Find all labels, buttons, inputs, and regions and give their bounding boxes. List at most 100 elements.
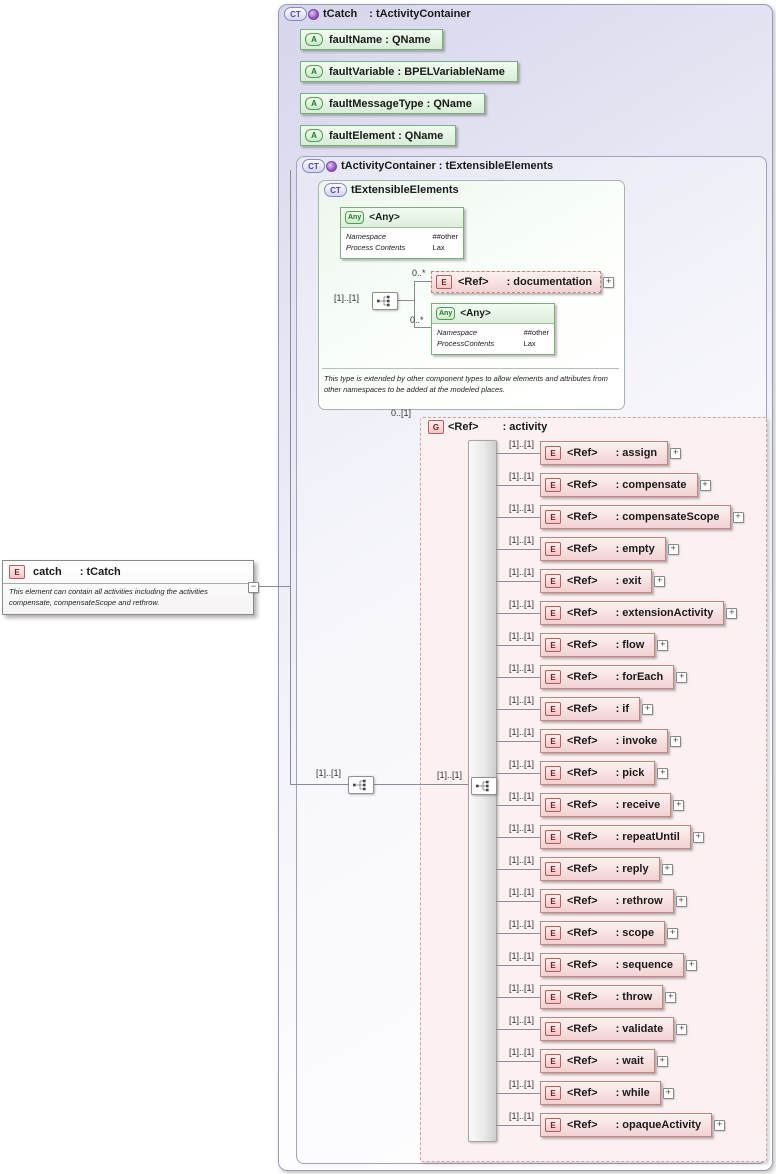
activity-element-box[interactable]: E <Ref> : if <box>540 697 641 721</box>
activity-row-exit: [1]..[1] E <Ref> : exit + <box>496 565 774 597</box>
attribute-faultname[interactable]: A faultName : QName <box>300 29 444 50</box>
activity-element-box[interactable]: E <Ref> : repeatUntil <box>540 825 691 849</box>
cardinality-label: [1]..[1] <box>509 759 535 769</box>
activity-element-box[interactable]: E <Ref> : validate <box>540 1017 675 1041</box>
element-icon: E <box>545 606 561 620</box>
expand-toggle[interactable]: + <box>657 767 669 779</box>
expand-toggle[interactable]: + <box>732 511 744 523</box>
activity-element-box[interactable]: E <Ref> : extensionActivity <box>540 601 725 625</box>
activity-element-box[interactable]: E <Ref> : sequence <box>540 953 685 977</box>
attribute-icon: A <box>305 97 323 110</box>
element-icon: E <box>545 638 561 652</box>
ref-label: <Ref> <box>567 1023 598 1035</box>
expand-toggle[interactable]: + <box>642 703 654 715</box>
activity-element-box[interactable]: E <Ref> : forEach <box>540 665 675 689</box>
expand-toggle[interactable]: + <box>692 831 704 843</box>
complextype-icon: CT <box>284 7 307 21</box>
activity-element-box[interactable]: E <Ref> : throw <box>540 985 664 1009</box>
activity-element-box[interactable]: E <Ref> : receive <box>540 793 672 817</box>
connector-line <box>496 1125 540 1126</box>
expand-toggle[interactable]: + <box>699 479 711 491</box>
expand-toggle[interactable]: + <box>673 799 685 811</box>
expand-toggle[interactable]: + <box>686 959 698 971</box>
attribute-faultvariable[interactable]: A faultVariable : BPELVariableName <box>300 61 518 82</box>
activity-group-header: G <Ref> : activity <box>428 420 547 434</box>
expand-toggle[interactable]: + <box>676 1023 688 1035</box>
any-detail-labels: Namespace ProcessContents <box>437 328 495 349</box>
expand-toggle[interactable]: + <box>670 447 682 459</box>
activity-element-box[interactable]: E <Ref> : flow <box>540 633 656 657</box>
activity-element-box[interactable]: E <Ref> : invoke <box>540 729 669 753</box>
element-icon: E <box>545 1086 561 1100</box>
element-icon: E <box>545 958 561 972</box>
activity-element-box[interactable]: E <Ref> : scope <box>540 921 666 945</box>
element-type: : repeatUntil <box>615 831 680 843</box>
activity-element-box[interactable]: E <Ref> : pick <box>540 761 656 785</box>
connector-line <box>496 741 540 742</box>
activity-element-box[interactable]: E <Ref> : empty <box>540 537 666 561</box>
activity-element-box[interactable]: E <Ref> : wait <box>540 1049 655 1073</box>
attribute-icon: A <box>305 129 323 142</box>
activity-element-box[interactable]: E <Ref> : reply <box>540 857 660 881</box>
connector-line <box>414 327 431 328</box>
activity-row-empty: [1]..[1] E <Ref> : empty + <box>496 533 774 565</box>
expand-toggle[interactable]: + <box>726 607 738 619</box>
activity-element-box[interactable]: E <Ref> : rethrow <box>540 889 674 913</box>
attribute-faultelement[interactable]: A faultElement : QName <box>300 125 457 146</box>
cardinality-label: [1]..[1] <box>509 919 535 929</box>
connector-line <box>496 869 540 870</box>
tactivitycontainer-title: tActivityContainer : tExtensibleElements <box>341 160 554 172</box>
activity-row-sequence: [1]..[1] E <Ref> : sequence + <box>496 949 774 981</box>
expand-toggle[interactable]: + <box>667 543 679 555</box>
activity-element-box[interactable]: E <Ref> : assign <box>540 441 669 465</box>
textensibleelements-header: CT tExtensibleElements <box>324 183 459 197</box>
activity-element-box[interactable]: E <Ref> : opaqueActivity <box>540 1113 713 1137</box>
attribute-faultmessagetype[interactable]: A faultMessageType : QName <box>300 93 485 114</box>
expand-toggle[interactable]: + <box>676 671 688 683</box>
ref-label: <Ref> <box>567 735 598 747</box>
any-element-head: Any <Any> <box>432 304 554 324</box>
expand-toggle[interactable]: + <box>603 276 615 288</box>
expand-toggle[interactable]: + <box>657 639 669 651</box>
expand-toggle[interactable]: + <box>656 1055 668 1067</box>
activity-element-box[interactable]: E <Ref> : compensateScope <box>540 505 731 529</box>
element-type: : validate <box>615 1023 664 1035</box>
catch-documentation: This element can contain all activities … <box>3 583 253 614</box>
collapse-toggle[interactable]: − <box>248 582 259 593</box>
connector-line <box>496 485 540 486</box>
activity-row-wait: [1]..[1] E <Ref> : wait + <box>496 1045 774 1077</box>
catch-element-box[interactable]: E catch : tCatch This element can contai… <box>2 560 254 615</box>
expand-toggle[interactable]: + <box>654 575 666 587</box>
expand-toggle[interactable]: + <box>662 1087 674 1099</box>
choice-glyph <box>476 780 489 792</box>
any-icon: Any <box>436 307 456 320</box>
activity-element-box[interactable]: E <Ref> : compensate <box>540 473 698 497</box>
activity-element-box[interactable]: E <Ref> : exit <box>540 569 653 593</box>
element-icon: E <box>9 565 25 579</box>
activity-row-if: [1]..[1] E <Ref> : if + <box>496 693 774 725</box>
documentation-element-box[interactable]: E <Ref> : documentation <box>431 271 602 293</box>
element-icon: E <box>545 926 561 940</box>
element-type: : pick <box>615 767 645 779</box>
attribute-label: faultElement : QName <box>329 129 444 142</box>
expand-toggle[interactable]: + <box>675 895 687 907</box>
element-icon: E <box>436 275 452 289</box>
any-label: <Any> <box>369 212 400 223</box>
expand-toggle[interactable]: + <box>665 991 677 1003</box>
ref-label: <Ref> <box>567 607 598 619</box>
activity-row-validate: [1]..[1] E <Ref> : validate + <box>496 1013 774 1045</box>
any-attribute-box[interactable]: Any <Any> Namespace Process Contents ##o… <box>340 207 464 259</box>
connector-line <box>496 549 540 550</box>
activity-row-flow: [1]..[1] E <Ref> : flow + <box>496 629 774 661</box>
expand-toggle[interactable]: + <box>661 863 673 875</box>
any-attribute-head: Any <Any> <box>341 208 463 228</box>
expand-toggle[interactable]: + <box>714 1119 726 1131</box>
any-attribute-details: Namespace Process Contents ##other Lax <box>341 228 463 258</box>
activity-row-compensate: [1]..[1] E <Ref> : compensate + <box>496 469 774 501</box>
activity-element-box[interactable]: E <Ref> : while <box>540 1081 661 1105</box>
expand-toggle[interactable]: + <box>667 927 679 939</box>
expand-toggle[interactable]: + <box>670 735 682 747</box>
any-element-box[interactable]: Any <Any> Namespace ProcessContents ##ot… <box>431 303 555 355</box>
element-type: : rethrow <box>615 895 663 907</box>
connector-line <box>496 645 540 646</box>
